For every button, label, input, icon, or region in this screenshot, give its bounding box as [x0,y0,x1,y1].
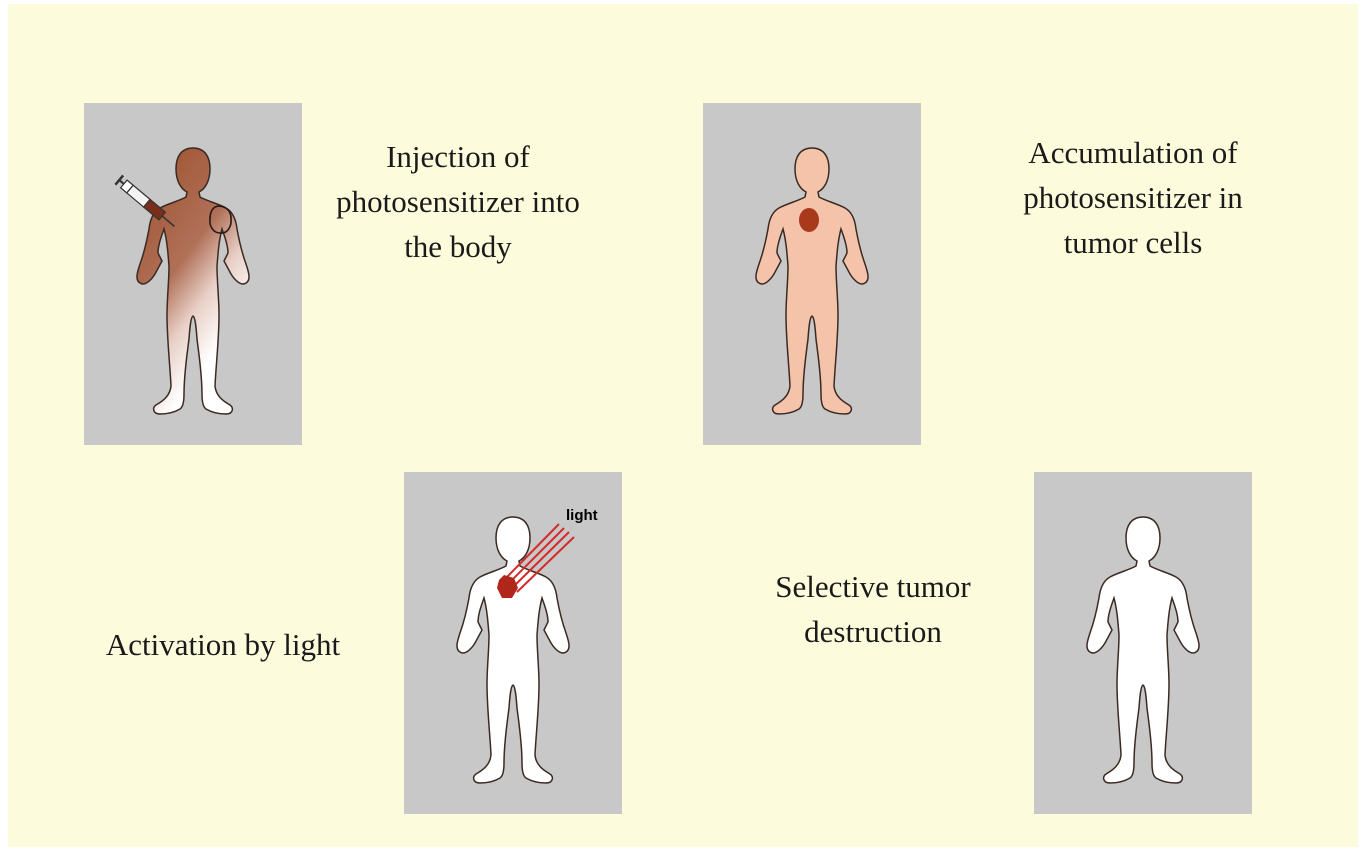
destruction-panel [1034,472,1252,814]
caption-line: destruction [738,609,1008,654]
light-label: light [566,507,598,524]
caption-line: Accumulation of [983,130,1283,175]
accumulation-figure-image [703,103,921,445]
activation-caption: Activation by light [78,622,368,667]
injection-figure-image [84,103,302,445]
slide: Injection of photosensitizer into the bo… [8,4,1358,847]
injection-panel [84,103,302,445]
activation-panel: light [404,472,622,814]
activation-figure-image: light [404,472,622,814]
caption-line: tumor cells [983,220,1283,265]
caption-line: Selective tumor [738,564,1008,609]
caption-line: photosensitizer in [983,175,1283,220]
injection-caption: Injection of photosensitizer into the bo… [318,134,598,269]
accumulation-caption: Accumulation of photosensitizer in tumor… [983,130,1283,265]
destruction-figure-image [1034,472,1252,814]
caption-line: Injection of [318,134,598,179]
accumulation-panel [703,103,921,445]
caption-line: Activation by light [78,622,368,667]
tumor-spot-icon [799,208,819,232]
caption-line: photosensitizer into [318,179,598,224]
destruction-caption: Selective tumor destruction [738,564,1008,654]
caption-line: the body [318,224,598,269]
syringe-icon [115,175,178,230]
